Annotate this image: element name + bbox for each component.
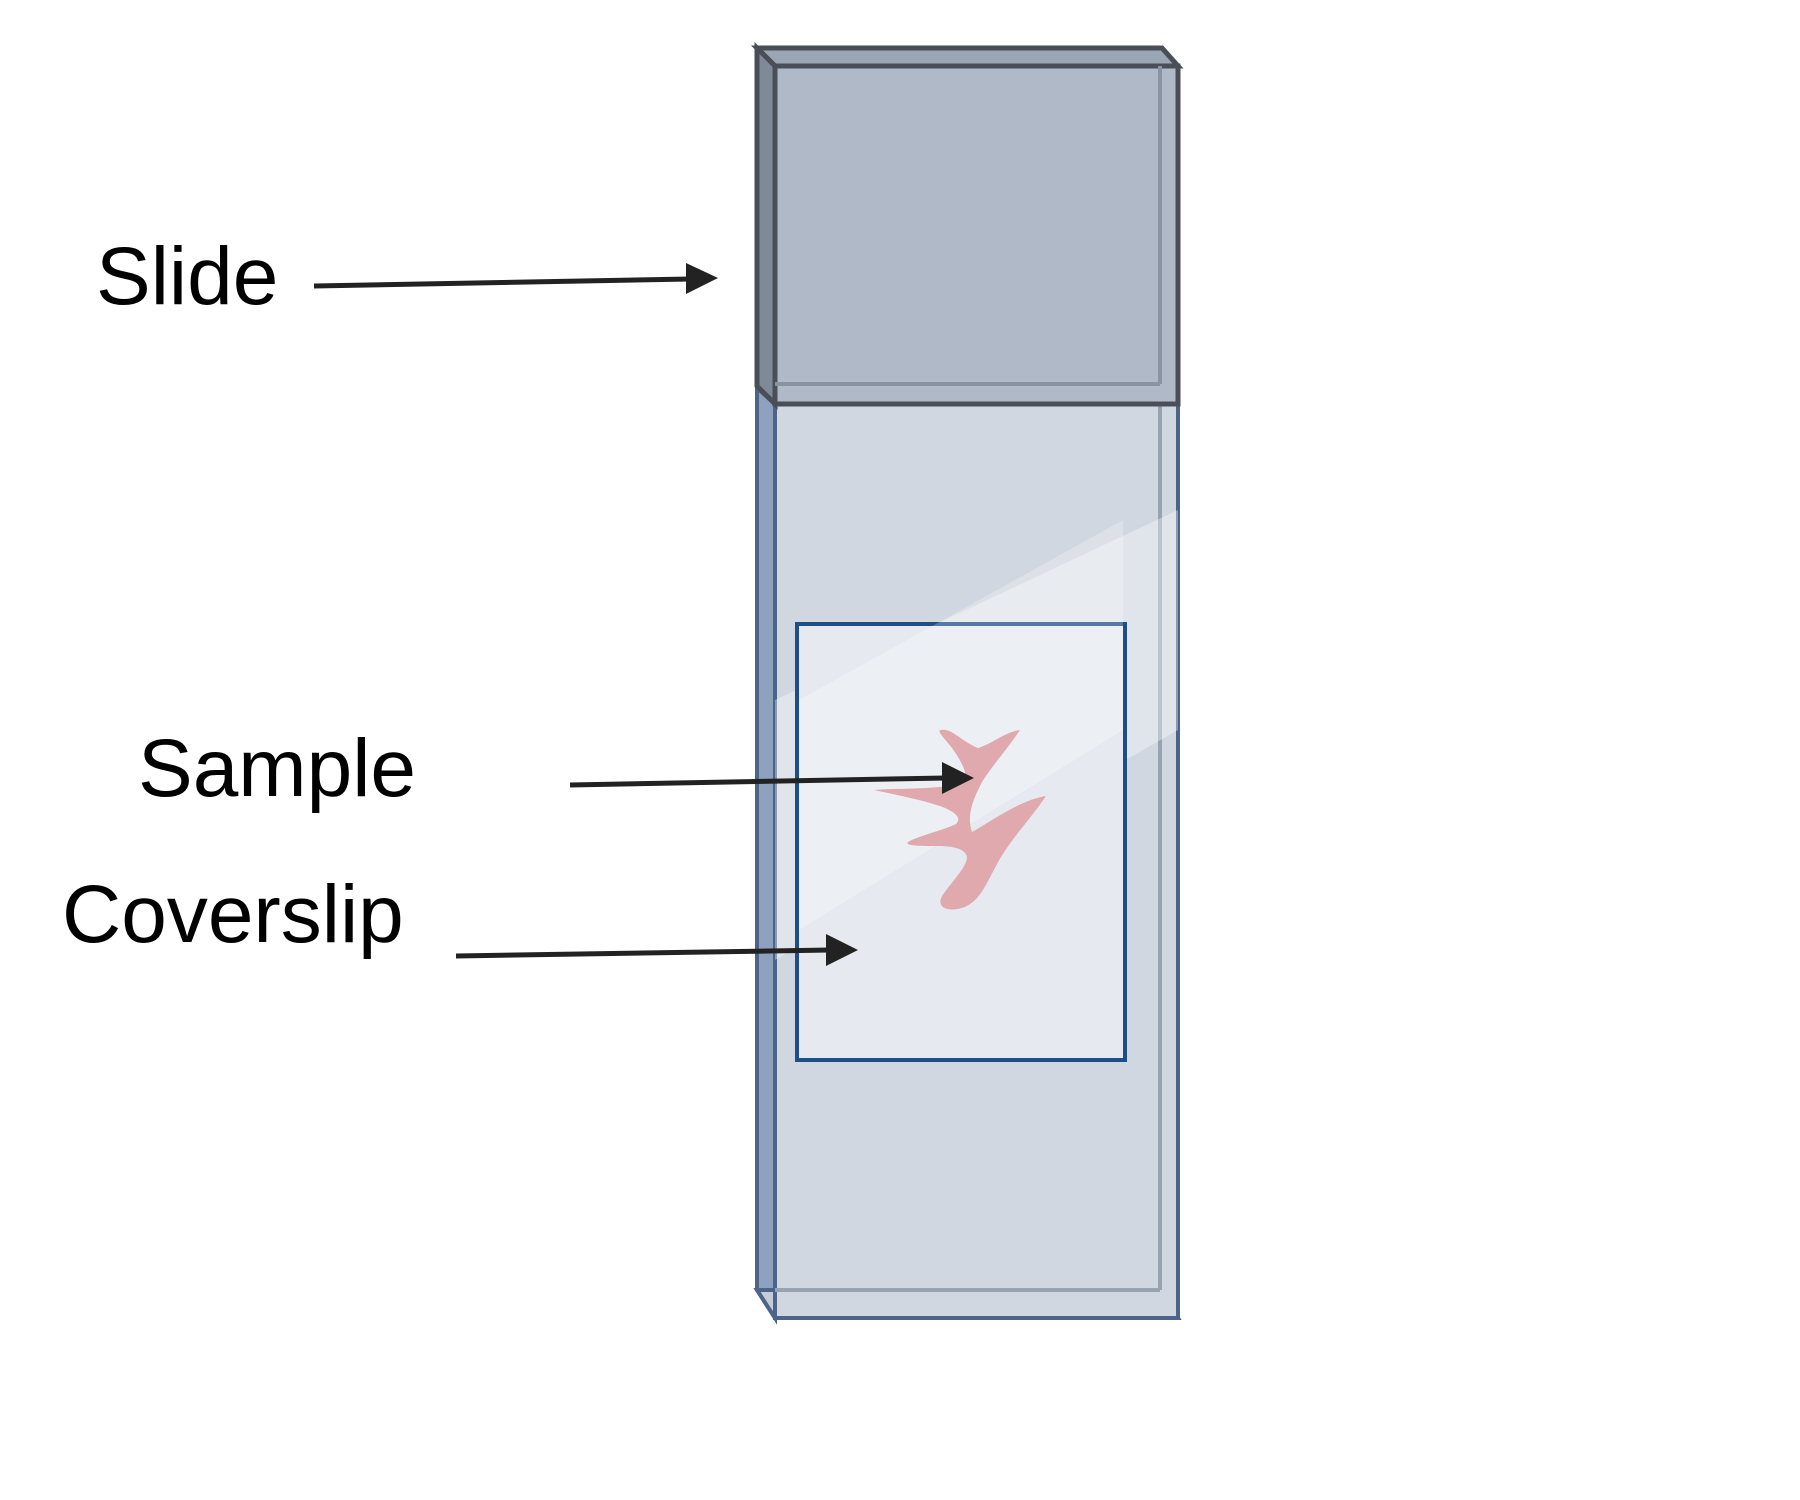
arrow-sample <box>569 762 974 794</box>
frosted-end-face <box>772 63 1181 407</box>
arrow-coverslip <box>455 934 858 966</box>
arrow-slide <box>313 263 718 294</box>
coverslip-label: Coverslip <box>62 869 404 960</box>
frosted-end-side-face <box>754 41 778 411</box>
slide-side-face <box>755 383 777 1325</box>
frosted-end-top-face <box>750 45 1184 69</box>
coverslip-shine <box>799 520 1123 930</box>
arrow-sample-head <box>942 762 974 794</box>
arrow-coverslip-head <box>826 934 858 966</box>
sample-tissue <box>874 729 1046 910</box>
sample-label: Sample <box>138 723 417 814</box>
arrow-sample-line <box>569 775 947 788</box>
arrow-slide-head <box>686 263 718 294</box>
slide-label: Slide <box>96 231 279 322</box>
arrow-coverslip-line <box>455 947 831 959</box>
frosted-end <box>750 41 1184 411</box>
arrow-slide-line <box>313 276 691 289</box>
